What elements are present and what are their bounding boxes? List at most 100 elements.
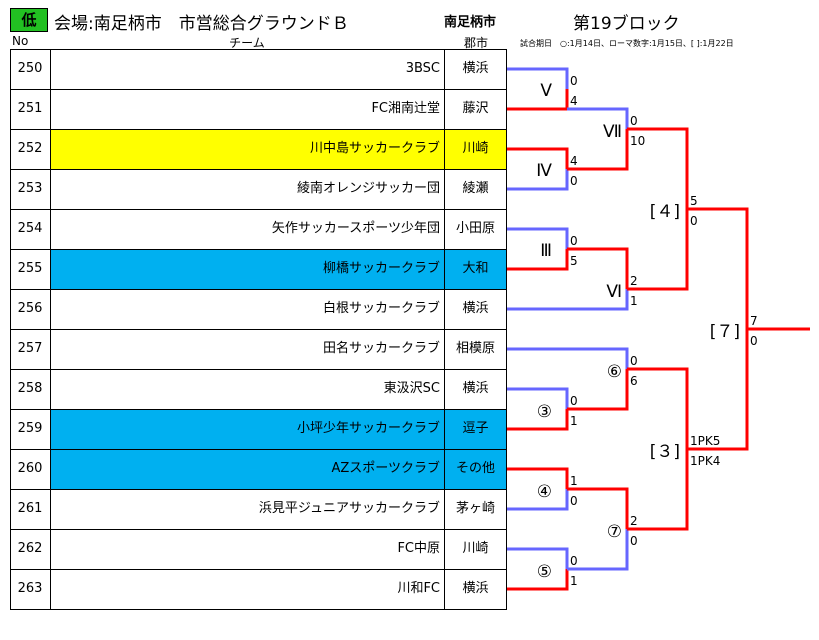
team-city: 小田原 xyxy=(444,209,507,249)
team-city: 藤沢 xyxy=(444,89,507,129)
team-number: 259 xyxy=(10,409,50,449)
match-label: ⑦ xyxy=(607,522,622,542)
score-top: 0 xyxy=(570,234,578,248)
column-header-city: 郡市 xyxy=(463,36,488,50)
bracket-line-winner xyxy=(567,369,629,411)
score-bottom: 4 xyxy=(570,94,578,108)
score-bottom: 1 xyxy=(570,574,578,588)
match-label: ⑥ xyxy=(607,362,622,382)
score-top: 0 xyxy=(570,394,578,408)
match-label: ④ xyxy=(537,482,552,502)
bracket-line-winner xyxy=(507,569,569,591)
bracket-line-loser xyxy=(507,387,569,409)
team-number: 256 xyxy=(10,289,50,329)
column-header-team: チーム xyxy=(229,36,265,50)
team-name: FC湘南辻堂 xyxy=(50,89,444,129)
score-bottom: 0 xyxy=(570,494,578,508)
bracket-line-winner xyxy=(687,329,749,451)
match-label: [３] xyxy=(650,442,680,462)
bracket-line-loser xyxy=(567,107,629,129)
match-label: [４] xyxy=(650,202,680,222)
venue-title: 会場:南足柄市 市営総合グラウンドＢ xyxy=(54,14,349,34)
team-name: 白根サッカークラブ xyxy=(50,289,444,329)
team-city: 横浜 xyxy=(444,569,507,609)
team-city: 横浜 xyxy=(444,49,507,89)
team-name: 川中島サッカークラブ xyxy=(50,129,444,169)
score-bottom: 0 xyxy=(690,214,698,228)
score-bottom: 0 xyxy=(750,334,758,348)
team-name: 柳橋サッカークラブ xyxy=(50,249,444,289)
host-city: 南足柄市 xyxy=(444,15,497,30)
bracket-line-loser xyxy=(507,289,629,311)
team-number: 252 xyxy=(10,129,50,169)
match-label: Ⅴ xyxy=(540,81,552,101)
bracket-line-winner xyxy=(507,89,569,111)
bracket-line-winner xyxy=(507,147,569,169)
score-bottom: 6 xyxy=(630,374,638,388)
bracket-line-loser xyxy=(507,347,629,369)
team-name: 小坪少年サッカークラブ xyxy=(50,409,444,449)
match-date-legend: 試合期日 ○:1月14日、ローマ数字:1月15日、[ ]:1月22日 xyxy=(520,39,734,48)
bracket-line-loser xyxy=(507,67,569,89)
score-top: 0 xyxy=(630,354,638,368)
team-city: 横浜 xyxy=(444,369,507,409)
match-label: Ⅳ xyxy=(536,161,552,181)
team-name: 3BSC xyxy=(50,49,444,89)
score-bottom: 5 xyxy=(570,254,578,268)
match-label: [７] xyxy=(710,322,740,342)
score-top: 1 xyxy=(570,474,578,488)
team-number: 250 xyxy=(10,49,50,89)
column-header-no: No xyxy=(12,34,29,48)
team-name: 田名サッカークラブ xyxy=(50,329,444,369)
score-bottom: 0 xyxy=(570,174,578,188)
score-top: 2 xyxy=(630,274,638,288)
team-city: 横浜 xyxy=(444,289,507,329)
team-city: 相模原 xyxy=(444,329,507,369)
team-city: 川崎 xyxy=(444,129,507,169)
score-top: 7 xyxy=(750,314,758,328)
match-label: Ⅶ xyxy=(603,122,622,142)
team-name: 東汲沢SC xyxy=(50,369,444,409)
team-number: 262 xyxy=(10,529,50,569)
team-name: 浜見平ジュニアサッカークラブ xyxy=(50,489,444,529)
team-city: 大和 xyxy=(444,249,507,289)
team-number: 255 xyxy=(10,249,50,289)
team-city: 川崎 xyxy=(444,529,507,569)
score-top: 4 xyxy=(570,154,578,168)
score-top: 1PK5 xyxy=(690,434,720,448)
team-city: その他 xyxy=(444,449,507,489)
score-top: 0 xyxy=(630,114,638,128)
bracket-line-winner xyxy=(567,247,629,289)
bracket-line-winner xyxy=(507,467,569,489)
score-bottom: 1PK4 xyxy=(690,454,720,468)
bracket-line-winner xyxy=(627,127,689,209)
score-top: 0 xyxy=(570,74,578,88)
block-title: 第19ブロック xyxy=(573,14,680,34)
team-city: 茅ヶ崎 xyxy=(444,489,507,529)
bracket-line-winner xyxy=(507,249,569,271)
match-label: ③ xyxy=(537,402,552,422)
team-number: 253 xyxy=(10,169,50,209)
bracket-line-winner xyxy=(567,487,629,529)
bracket-line-loser xyxy=(507,227,569,249)
bracket-line-winner xyxy=(567,129,629,171)
bracket-line-winner xyxy=(627,209,689,291)
score-bottom: 1 xyxy=(570,414,578,428)
score-bottom: 0 xyxy=(630,534,638,548)
team-name: 綾南オレンジサッカー団 xyxy=(50,169,444,209)
match-label: ⑤ xyxy=(537,562,552,582)
team-number: 263 xyxy=(10,569,50,609)
